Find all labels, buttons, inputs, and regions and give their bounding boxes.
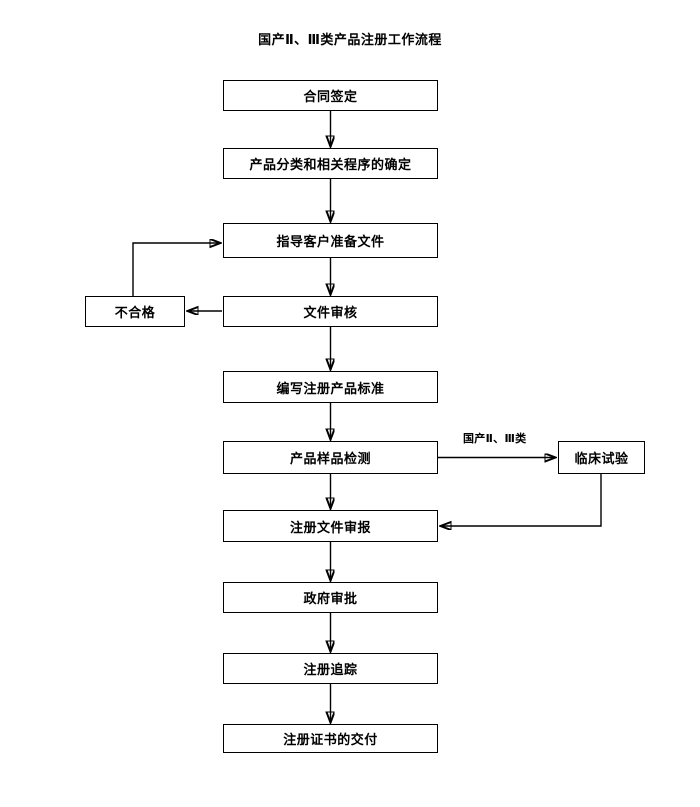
edge-label-domestic-class-2-3: 国产Ⅱ、Ⅲ类 <box>463 433 527 445</box>
node-product-sample-testing[interactable]: 产品样品检测 <box>223 441 438 474</box>
node-registration-tracking[interactable]: 注册追踪 <box>223 653 438 684</box>
node-write-product-standard[interactable]: 编写注册产品标准 <box>223 371 438 403</box>
node-document-review[interactable]: 文件审核 <box>223 296 438 327</box>
node-government-approval[interactable]: 政府审批 <box>223 582 438 613</box>
node-contract-signing[interactable]: 合同签定 <box>223 80 438 111</box>
node-clinical-trial[interactable]: 临床试验 <box>558 441 645 474</box>
node-guide-client-documents[interactable]: 指导客户准备文件 <box>223 223 438 258</box>
edge-clinical-to-submission <box>441 474 602 526</box>
edge-fail-to-guide-loop <box>132 243 220 296</box>
node-unqualified[interactable]: 不合格 <box>85 296 185 327</box>
node-certificate-delivery[interactable]: 注册证书的交付 <box>223 724 438 753</box>
node-product-classification[interactable]: 产品分类和相关程序的确定 <box>223 148 438 179</box>
page-title: 国产Ⅱ、Ⅲ类产品注册工作流程 <box>258 32 442 47</box>
node-registration-submission[interactable]: 注册文件审报 <box>223 510 438 542</box>
